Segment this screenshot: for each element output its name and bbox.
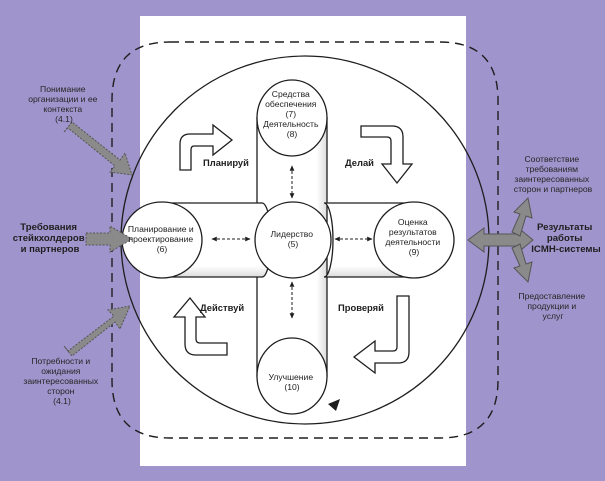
purple-top	[8, 8, 597, 16]
output-results: Результаты работы ICMH-системы	[531, 222, 600, 255]
cycle-labels: Планируй Делай Проверяй Действуй	[200, 157, 384, 313]
output-arrows	[467, 196, 534, 284]
do-arrow	[360, 125, 414, 185]
system-boundary	[111, 41, 499, 439]
left-inputs: Понимание организации и ее контекста (4.…	[13, 84, 100, 406]
check-arrow	[352, 295, 410, 375]
input-requirements: Требования стейкхолдеров и партнеров	[13, 222, 88, 255]
output-arrow-down	[511, 243, 533, 284]
right-outputs: Соответствие требованиям заинтересованны…	[514, 154, 601, 321]
purple-bottom	[8, 466, 597, 473]
input-arrow-middle	[85, 225, 133, 253]
cycle-arrowhead	[328, 399, 340, 411]
cycle-check: Проверяй	[338, 302, 384, 313]
connectors	[211, 165, 373, 319]
input-arrows	[63, 121, 133, 357]
output-arrow-up	[511, 196, 533, 237]
act-arrow	[172, 296, 228, 356]
node-label-bottom: Улучшение (10)	[268, 372, 315, 392]
node-label-center: Лидерство (5)	[271, 229, 316, 249]
output-compliance: Соответствие требованиям заинтересованны…	[514, 154, 593, 194]
input-needs: Потребности и ожидания заинтересованных …	[23, 356, 100, 406]
cycle-plan: Планируй	[203, 157, 249, 168]
input-arrow-bottom	[63, 305, 131, 357]
input-arrow-top	[63, 121, 133, 176]
plan-arrow	[179, 123, 234, 171]
cycle-do: Делай	[345, 157, 374, 168]
leadership-circle[interactable]	[254, 201, 332, 279]
cycle-act: Действуй	[200, 302, 244, 313]
node-label-top: Средства обеспечения (7) Деятельность (8…	[263, 89, 321, 139]
purple-side-left	[8, 8, 140, 473]
output-products: Предоставление продукции и услуг	[518, 291, 587, 321]
input-understanding: Понимание организации и ее контекста (4.…	[28, 84, 100, 124]
node-label-left: Планирование и проектирование (6)	[128, 224, 196, 254]
node-labels: Средства обеспечения (7) Деятельность (8…	[128, 89, 442, 392]
node-label-right: Оценка результатов деятельности (9)	[385, 217, 442, 257]
